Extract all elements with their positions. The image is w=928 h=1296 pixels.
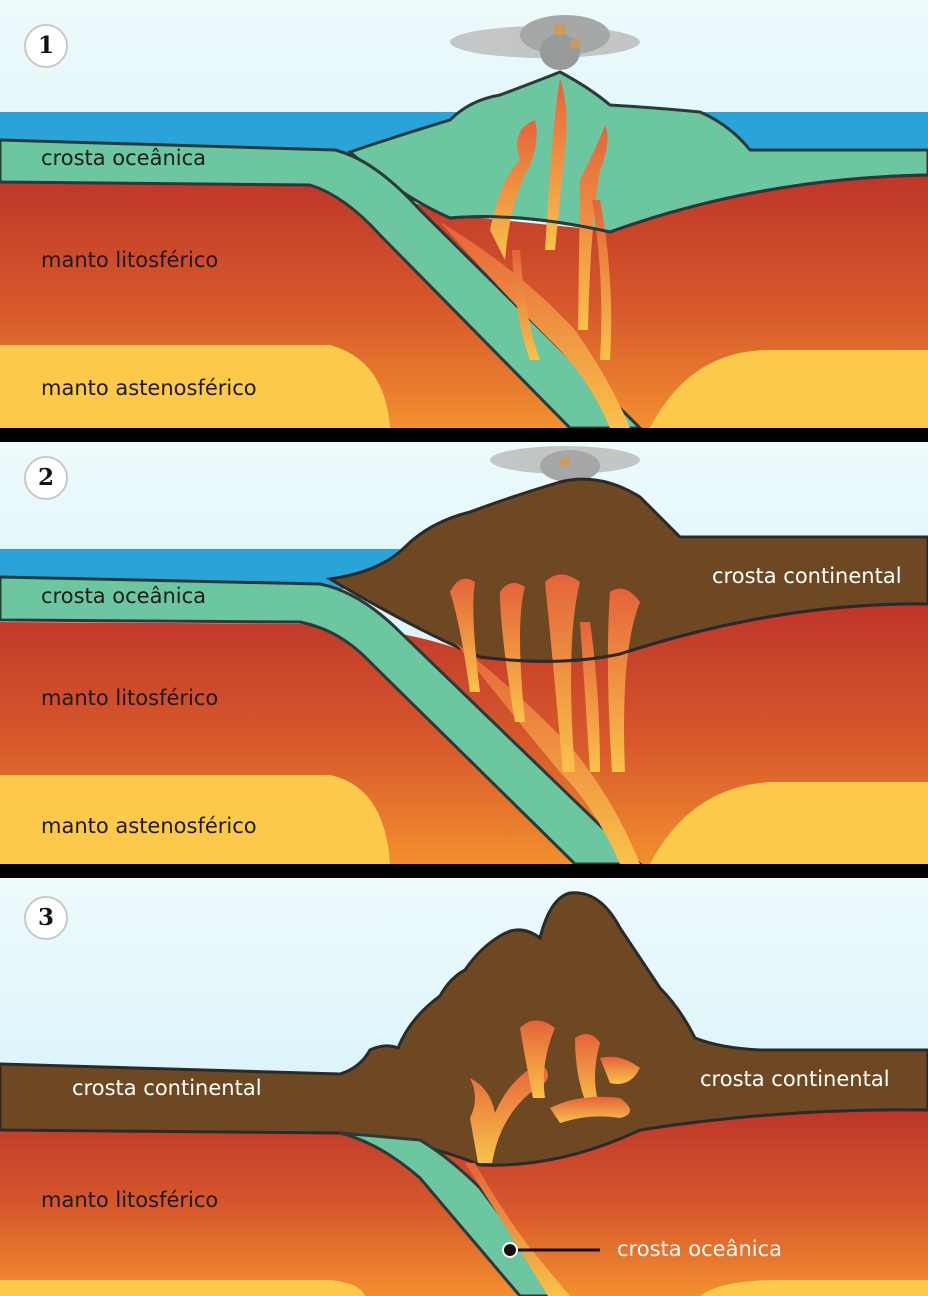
panel-divider [0, 864, 928, 878]
asthenosphere-left [0, 1280, 365, 1296]
continental-crust-right-label: crosta continental [700, 1067, 890, 1091]
lithospheric-mantle-label: manto litosférico [41, 686, 218, 710]
oceanic-crust-label: crosta oceânica [41, 146, 206, 170]
lithospheric-mantle-label: manto litosférico [41, 1188, 218, 1212]
step-number-badge: 2 [24, 456, 68, 500]
panel-2-diagram [0, 442, 928, 864]
oceanic-crust-label: crosta oceânica [41, 584, 206, 608]
panel-divider [0, 428, 928, 442]
step-number-badge: 3 [24, 896, 68, 940]
panel-2: 2 crosta oceânica crosta continental man… [0, 442, 928, 864]
lithospheric-mantle-label: manto litosférico [41, 248, 218, 272]
panel-1-diagram [0, 0, 928, 428]
oceanic-crust-callout-label: crosta oceânica [617, 1237, 782, 1261]
continental-crust-left-label: crosta continental [72, 1076, 262, 1100]
panel-3: 3 crosta continental crosta continental … [0, 878, 928, 1296]
callout-dot [503, 1243, 517, 1257]
panel-1: 1 crosta oceânica manto litosférico mant… [0, 0, 928, 428]
step-number-badge: 1 [24, 24, 68, 68]
asthenospheric-mantle-label: manto astenosférico [41, 376, 257, 400]
asthenospheric-mantle-label: manto astenosférico [41, 814, 257, 838]
continental-crust-label: crosta continental [712, 564, 902, 588]
